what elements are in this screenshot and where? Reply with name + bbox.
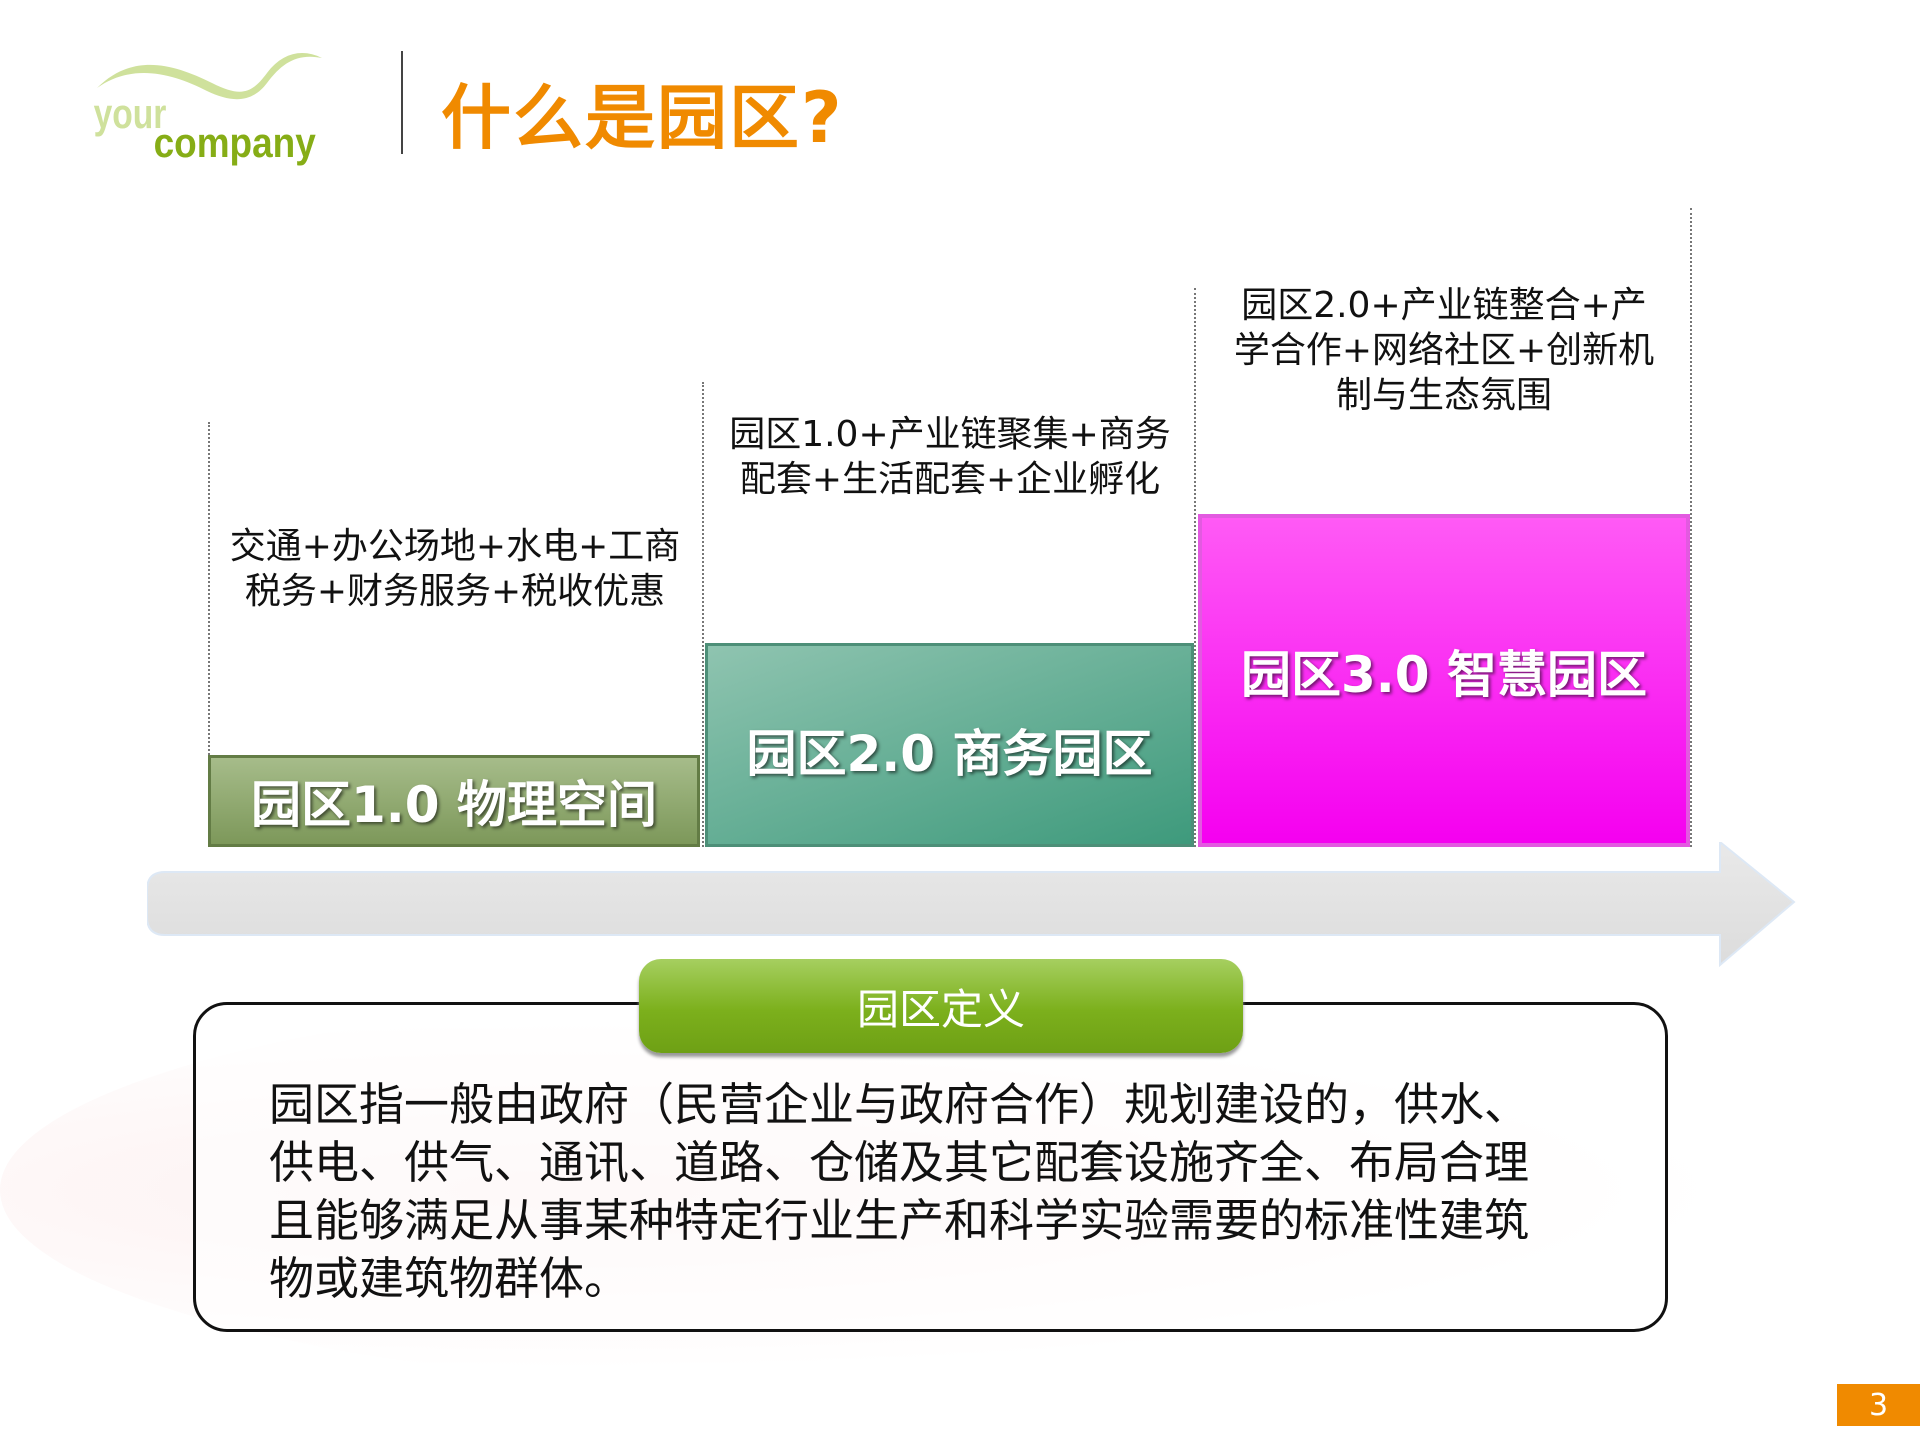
- logo-line1: your: [94, 92, 167, 138]
- definition-line: 物或建筑物群体。: [269, 1252, 630, 1305]
- stage-3-description: 园区2.0+产业链整合+产 学合作+网络社区+创新机 制与生态氛围: [1198, 283, 1690, 418]
- logo-line2: company: [154, 120, 316, 167]
- stage-divider: [1194, 288, 1196, 847]
- stage-1-description: 交通+办公场地+水电+工商 税务+财务服务+税收优惠: [210, 524, 700, 614]
- stage-2-description: 园区1.0+产业链聚集+商务 配套+生活配套+企业孵化: [705, 412, 1195, 502]
- definition-line: 园区指一般由政府（民营企业与政府合作）规划建设的，供水、: [269, 1078, 1530, 1131]
- company-logo: your company: [94, 53, 322, 167]
- stage-1-block: 园区1.0 物理空间: [208, 755, 700, 847]
- description-line: 配套+生活配套+企业孵化: [739, 459, 1161, 500]
- header-divider: [401, 51, 403, 154]
- timeline-arrow: [147, 842, 1796, 967]
- stage-3-block: 园区3.0 智慧园区: [1198, 514, 1690, 847]
- definition-line: 供电、供气、通讯、道路、仓储及其它配套设施齐全、布局合理: [269, 1136, 1530, 1189]
- description-line: 税务+财务服务+税收优惠: [244, 571, 666, 612]
- definition-line: 且能够满足从事某种特定行业生产和科学实验需要的标准性建筑: [269, 1194, 1530, 1247]
- stage-2-block: 园区2.0 商务园区: [705, 643, 1194, 847]
- page-title: 什么是园区?: [441, 77, 844, 159]
- description-line: 园区1.0+产业链聚集+商务: [729, 414, 1171, 455]
- stage-divider: [702, 382, 704, 847]
- stage-divider: [208, 422, 210, 755]
- definition-heading: 园区定义: [639, 959, 1243, 1053]
- description-line: 制与生态氛围: [1335, 375, 1552, 416]
- page-number: 3: [1837, 1384, 1920, 1426]
- definition-box: [193, 1002, 1668, 1332]
- description-line: 学合作+网络社区+创新机: [1233, 330, 1655, 371]
- description-line: 交通+办公场地+水电+工商: [229, 526, 681, 567]
- stage-divider: [1690, 208, 1692, 847]
- description-line: 园区2.0+产业链整合+产: [1241, 285, 1647, 326]
- definition-text: 园区指一般由政府（民营企业与政府合作）规划建设的，供水、 供电、供气、通讯、道路…: [269, 1076, 1629, 1308]
